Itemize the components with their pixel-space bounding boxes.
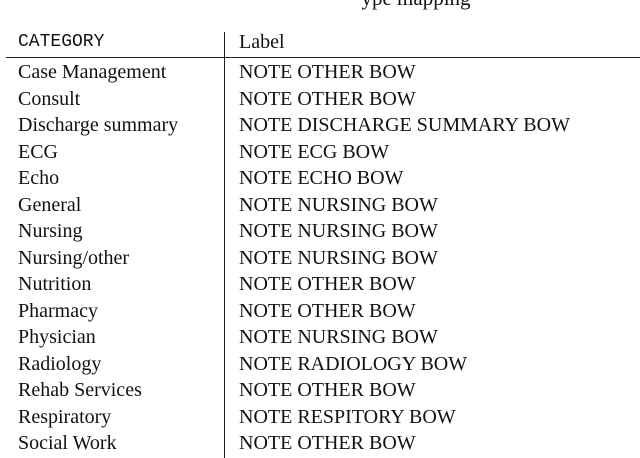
cell-category: Radiology xyxy=(18,352,102,375)
cell-label: NOTE NURSING BOW xyxy=(239,326,438,348)
column-divider xyxy=(224,32,225,458)
cell-label: NOTE OTHER BOW xyxy=(239,273,416,295)
table-row: Radiology NOTE RADIOLOGY BOW xyxy=(0,351,640,377)
header-category: CATEGORY xyxy=(18,32,105,52)
table-row: Pharmacy NOTE OTHER BOW xyxy=(0,298,640,324)
cell-label: NOTE OTHER BOW xyxy=(239,87,416,110)
header-label: Label xyxy=(239,31,285,53)
cell-label: NOTE DISCHARGE SUMMARY BOW xyxy=(239,114,570,136)
cell-category: Echo xyxy=(18,167,60,189)
table-row: Nursing NOTE NURSING BOW xyxy=(0,218,640,244)
table-row: Echo NOTE ECHO BOW xyxy=(0,165,640,191)
table-row: Physician NOTE NURSING BOW xyxy=(0,324,640,350)
table-row: General NOTE NURSING BOW xyxy=(0,192,640,218)
cell-label: NOTE OTHER BOW xyxy=(239,432,416,454)
cell-category: Physician xyxy=(18,326,96,348)
cell-category: ECG xyxy=(18,140,58,163)
cell-label: NOTE OTHER BOW xyxy=(239,61,416,83)
header-row: CATEGORY Label xyxy=(0,29,640,55)
table-row: Consult NOTE OTHER BOW xyxy=(0,86,640,112)
table-row: Respiratory NOTE RESPITORY BOW xyxy=(0,404,640,430)
cell-category: Nursing/other xyxy=(18,246,130,269)
table-caption: ype mapping xyxy=(96,0,640,11)
cell-category: Social Work xyxy=(18,432,117,454)
cell-label: NOTE NURSING BOW xyxy=(239,193,438,216)
cell-category: Consult xyxy=(18,87,81,110)
cell-label: NOTE OTHER BOW xyxy=(239,379,416,401)
table-row: Rehab Services NOTE OTHER BOW xyxy=(0,377,640,403)
table-row: Social Work NOTE OTHER BOW xyxy=(0,430,640,456)
cell-label: NOTE NURSING BOW xyxy=(239,220,438,242)
cell-category: Case Management xyxy=(18,61,167,83)
cell-category: General xyxy=(18,193,82,216)
cell-category: Nutrition xyxy=(18,273,92,295)
table-row: ECG NOTE ECG BOW xyxy=(0,139,640,165)
table-row: Discharge summary NOTE DISCHARGE SUMMARY … xyxy=(0,112,640,138)
cell-label: NOTE ECHO BOW xyxy=(239,167,404,189)
header-rule xyxy=(6,57,640,58)
cell-category: Respiratory xyxy=(18,405,112,428)
cell-label: NOTE RESPITORY BOW xyxy=(239,405,456,428)
table-row: Nutrition NOTE OTHER BOW xyxy=(0,271,640,297)
table-row: Nursing/other NOTE NURSING BOW xyxy=(0,245,640,271)
cell-category: Rehab Services xyxy=(18,379,142,401)
table-row: Case Management NOTE OTHER BOW xyxy=(0,59,640,85)
cell-category: Pharmacy xyxy=(18,299,98,322)
cell-category: Nursing xyxy=(18,220,83,242)
cell-label: NOTE RADIOLOGY BOW xyxy=(239,352,468,375)
cell-label: NOTE NURSING BOW xyxy=(239,246,438,269)
cell-label: NOTE OTHER BOW xyxy=(239,299,416,322)
cell-label: NOTE ECG BOW xyxy=(239,140,389,163)
cell-category: Discharge summary xyxy=(18,114,179,136)
